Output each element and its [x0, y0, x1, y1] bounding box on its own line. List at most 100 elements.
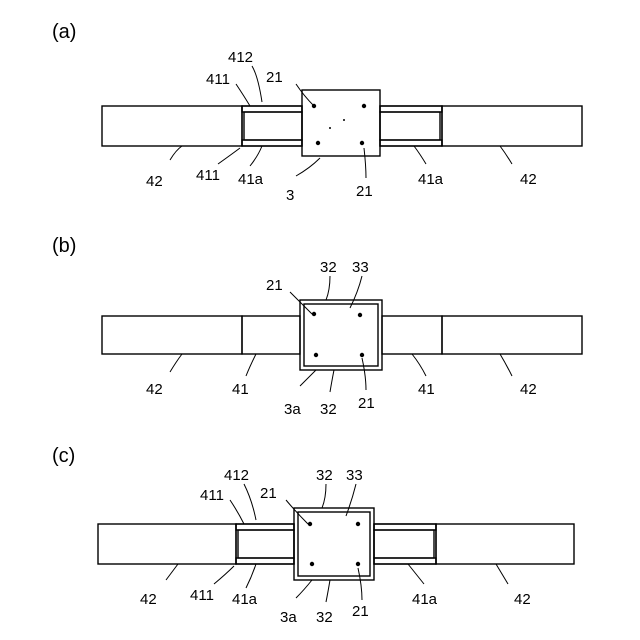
- panel-label-b: (b): [52, 235, 76, 257]
- callout-41a-left: 41a: [232, 591, 258, 608]
- rebar-21: [358, 313, 362, 317]
- layer-411-right-bottom: [374, 558, 436, 564]
- panel-label-c: (c): [52, 445, 75, 467]
- leader-3: [296, 158, 320, 176]
- callout-3a: 3a: [284, 401, 301, 418]
- callout-32-bottom: 32: [320, 401, 337, 418]
- rebar-21: [356, 562, 360, 566]
- leader-42-right: [500, 354, 512, 376]
- leader-21-top: [290, 292, 312, 314]
- leader-33: [350, 276, 362, 308]
- leader-42-right: [500, 146, 512, 164]
- layer-411-left-top: [242, 106, 302, 112]
- callout-41a-left: 41a: [238, 171, 264, 188]
- panel-a: (a) 412 411 21: [52, 21, 582, 204]
- leader-32-bottom: [330, 370, 334, 392]
- layer-411-left-bottom: [236, 558, 294, 564]
- leader-42-right: [496, 564, 508, 584]
- wall-42-right: [436, 524, 574, 564]
- wall-42-left: [98, 524, 236, 564]
- member-41-left: [242, 316, 300, 354]
- column-3: [302, 90, 380, 156]
- jacket-32: [294, 508, 374, 580]
- callout-412: 412: [224, 467, 249, 484]
- callout-21-bottom: 21: [352, 603, 369, 620]
- wall-42-right: [442, 316, 582, 354]
- leader-412: [252, 66, 262, 102]
- core-412-right: [380, 112, 440, 140]
- rebar-21: [362, 104, 366, 108]
- wall-42-left: [102, 106, 242, 146]
- leader-42-left: [170, 146, 182, 160]
- layer-411-left-top: [236, 524, 294, 530]
- leader-412: [244, 484, 256, 520]
- leader-411-top: [230, 500, 244, 524]
- leader-41a-left: [250, 146, 262, 166]
- wall-42-right: [442, 106, 582, 146]
- leader-21-top: [296, 84, 314, 106]
- callout-21-top: 21: [260, 485, 277, 502]
- column-3a: [298, 512, 370, 576]
- layer-411-right-top: [380, 106, 442, 112]
- callout-32-top: 32: [316, 467, 333, 484]
- leader-32-top: [322, 484, 326, 508]
- callout-41a-right: 41a: [412, 591, 438, 608]
- callout-411-bottom: 411: [190, 587, 214, 604]
- panel-b: (b) 21 32 33 42 41 3a 32 21 41 42: [52, 235, 582, 418]
- callout-41-right: 41: [418, 381, 435, 398]
- leader-41-left: [246, 354, 256, 376]
- callout-42-right: 42: [520, 171, 537, 188]
- callout-21-top: 21: [266, 69, 283, 86]
- core-412-right: [374, 530, 434, 558]
- rebar-21: [308, 522, 312, 526]
- leader-21-bottom: [364, 148, 366, 178]
- panel-label-a: (a): [52, 21, 76, 43]
- rebar-21: [314, 353, 318, 357]
- callout-411-top: 411: [200, 487, 224, 504]
- leader-41-right: [412, 354, 426, 376]
- panel-c: (c) 412 411 21 32: [52, 445, 574, 626]
- callout-41-left: 41: [232, 381, 249, 398]
- leader-3a: [300, 370, 316, 386]
- leader-32-bottom: [326, 580, 330, 602]
- rebar-21: [356, 522, 360, 526]
- layer-411-right-bottom: [380, 140, 442, 146]
- callout-3: 3: [286, 187, 294, 204]
- leader-411-bottom: [214, 566, 234, 584]
- rebar-21: [316, 141, 320, 145]
- callout-21-top: 21: [266, 277, 283, 294]
- core-412-left: [244, 112, 302, 140]
- rebar-21: [312, 312, 316, 316]
- member-41-right: [382, 316, 442, 354]
- leader-33: [346, 484, 356, 516]
- callout-42-left: 42: [146, 381, 163, 398]
- leader-42-left: [166, 564, 178, 580]
- aggregate-dot: [329, 127, 331, 129]
- wall-42-left: [102, 316, 242, 354]
- leader-3a: [296, 580, 312, 598]
- rebar-21: [360, 353, 364, 357]
- callout-412: 412: [228, 49, 253, 66]
- callout-42-right: 42: [520, 381, 537, 398]
- callout-3a: 3a: [280, 609, 297, 626]
- leader-411-bottom: [218, 148, 240, 164]
- leader-411-top: [236, 84, 250, 106]
- rebar-21: [360, 141, 364, 145]
- leader-41a-right: [408, 564, 424, 584]
- callout-42-left: 42: [140, 591, 157, 608]
- leader-41a-right: [414, 146, 426, 164]
- callout-21-bottom: 21: [356, 183, 373, 200]
- callout-33: 33: [352, 259, 369, 276]
- layer-411-left-bottom: [242, 140, 302, 146]
- aggregate-dot: [343, 119, 345, 121]
- callout-32-top: 32: [320, 259, 337, 276]
- leader-21-bottom: [362, 358, 366, 390]
- leader-21-bottom: [358, 568, 362, 600]
- callout-411-bottom: 411: [196, 167, 220, 184]
- leader-41a-left: [246, 564, 256, 588]
- callout-41a-right: 41a: [418, 171, 444, 188]
- jacket-32: [300, 300, 382, 370]
- callout-42-left: 42: [146, 173, 163, 190]
- callout-411-top: 411: [206, 71, 230, 88]
